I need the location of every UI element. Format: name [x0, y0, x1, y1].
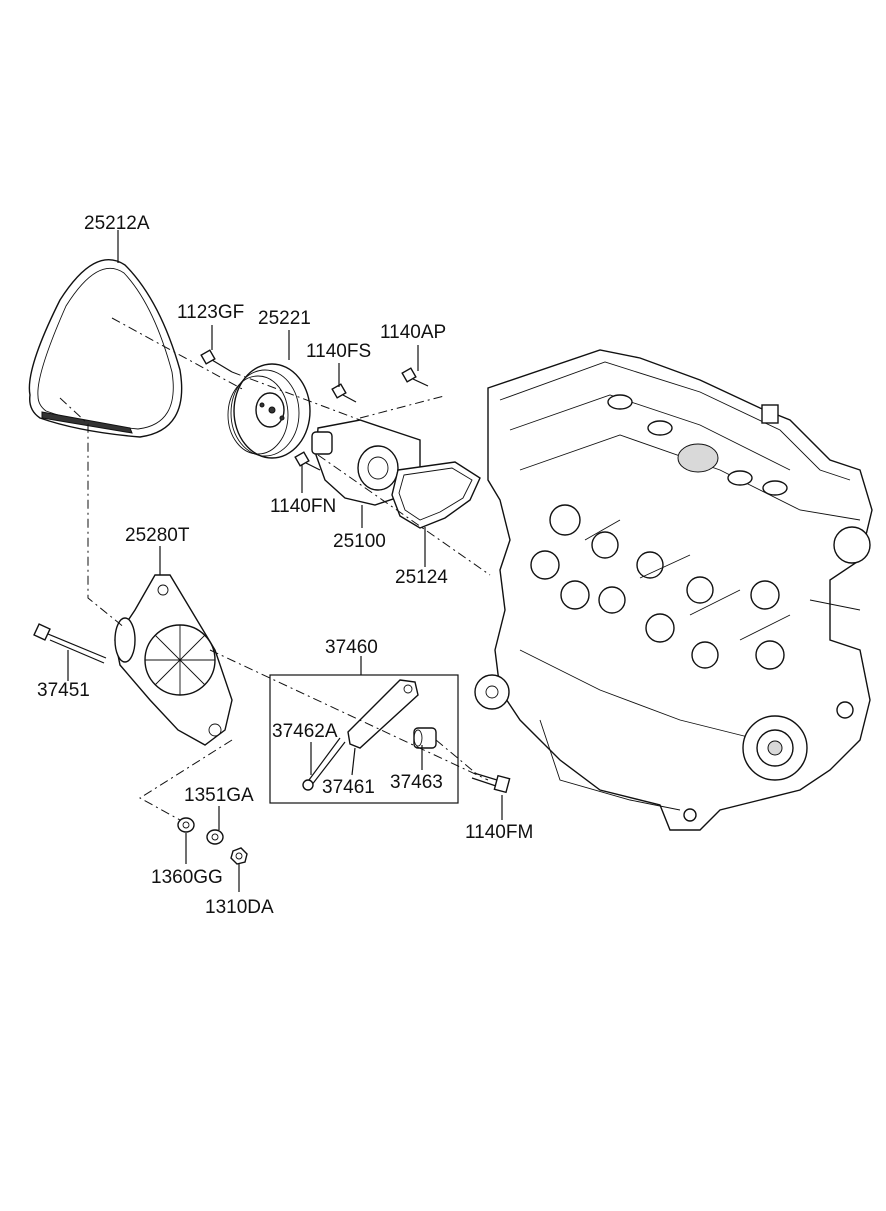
adjuster-bolt-illustration	[302, 737, 346, 791]
adjuster-link-illustration	[347, 679, 419, 749]
gasket-illustration	[391, 461, 481, 529]
bolt-1140ap-illustration	[401, 367, 429, 387]
label-37462a: 37462A	[272, 721, 338, 742]
bolt-1140fn-illustration	[294, 451, 321, 471]
leader-lines	[67, 230, 503, 892]
label-1123gf: 1123GF	[177, 302, 244, 323]
label-25280t: 25280T	[125, 525, 190, 546]
label-25212a: 25212A	[84, 213, 150, 234]
long-bolt-illustration	[33, 623, 107, 664]
bolt-1140fm-illustration	[471, 772, 511, 794]
drive-belt-illustration	[28, 259, 183, 438]
label-25100: 25100	[333, 531, 386, 552]
label-1140fn: 1140FN	[270, 496, 336, 517]
label-1140ap: 1140AP	[380, 322, 446, 343]
label-37461: 37461	[322, 777, 375, 798]
label-1310da: 1310DA	[205, 897, 274, 918]
label-1140fs: 1140FS	[306, 341, 371, 362]
bolt-1123gf-illustration	[200, 349, 233, 373]
label-37463: 37463	[390, 772, 443, 793]
label-1140fm: 1140FM	[465, 822, 533, 843]
label-25124: 25124	[395, 567, 448, 588]
label-1351ga: 1351GA	[184, 785, 254, 806]
nut-1360gg-illustration	[177, 817, 195, 833]
washer-1351ga-illustration	[206, 829, 224, 845]
adjuster-bushing-illustration	[413, 727, 437, 749]
nut-1310da-illustration	[230, 847, 248, 865]
label-1360gg: 1360GG	[151, 867, 223, 888]
alignment-lines	[59, 317, 491, 821]
engine-block-illustration	[474, 349, 873, 831]
bracket-illustration	[114, 574, 233, 746]
label-25221: 25221	[258, 308, 311, 329]
pulley-illustration	[227, 363, 311, 459]
adjuster-assembly-box	[269, 674, 459, 804]
bolt-1140fs-illustration	[331, 383, 357, 403]
label-37460: 37460	[325, 637, 378, 658]
label-37451: 37451	[37, 680, 90, 701]
